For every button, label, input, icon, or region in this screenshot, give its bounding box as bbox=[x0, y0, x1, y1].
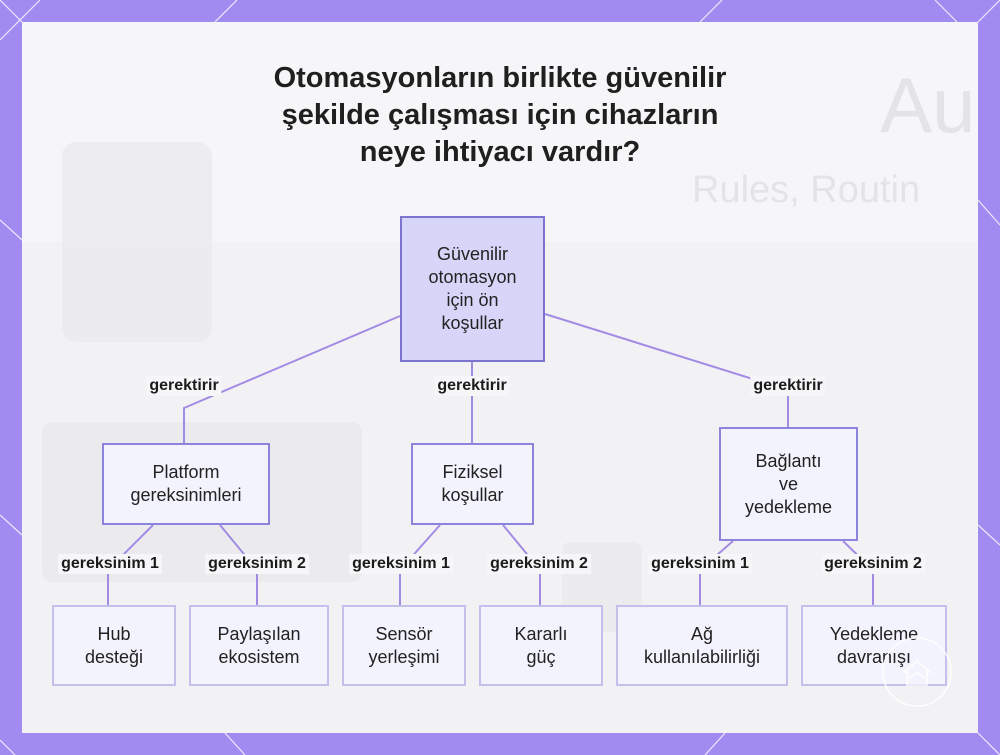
edge-label-requirement-2: gereksinim 2 bbox=[487, 554, 591, 574]
title-line-1: Otomasyonların birlikte güvenilir bbox=[273, 62, 727, 94]
edge-label-requires: gerektirir bbox=[146, 376, 222, 396]
svg-text:Rules, Routin: Rules, Routin bbox=[692, 169, 920, 211]
title-line-3: neye ihtiyacı vardır? bbox=[359, 136, 641, 168]
svg-text:Au: Au bbox=[880, 61, 975, 149]
edge-label-requirement-2: gereksinim 2 bbox=[205, 554, 309, 574]
edge-label-requirement-2: gereksinim 2 bbox=[821, 554, 925, 574]
edge-label-requirement-1: gereksinim 1 bbox=[648, 554, 752, 574]
edge-label-requirement-1: gereksinim 1 bbox=[349, 554, 453, 574]
edge-root-platform bbox=[183, 315, 401, 443]
title-line-2: şekilde çalışması için cihazların bbox=[281, 99, 719, 131]
edge-label-requirement-1: gereksinim 1 bbox=[58, 554, 162, 574]
edge-label-requires: gerektirir bbox=[434, 376, 510, 396]
edge-label-requires: gerektirir bbox=[750, 376, 826, 396]
home-badge-icon bbox=[882, 637, 952, 707]
edge-root-connectivity bbox=[544, 313, 789, 427]
